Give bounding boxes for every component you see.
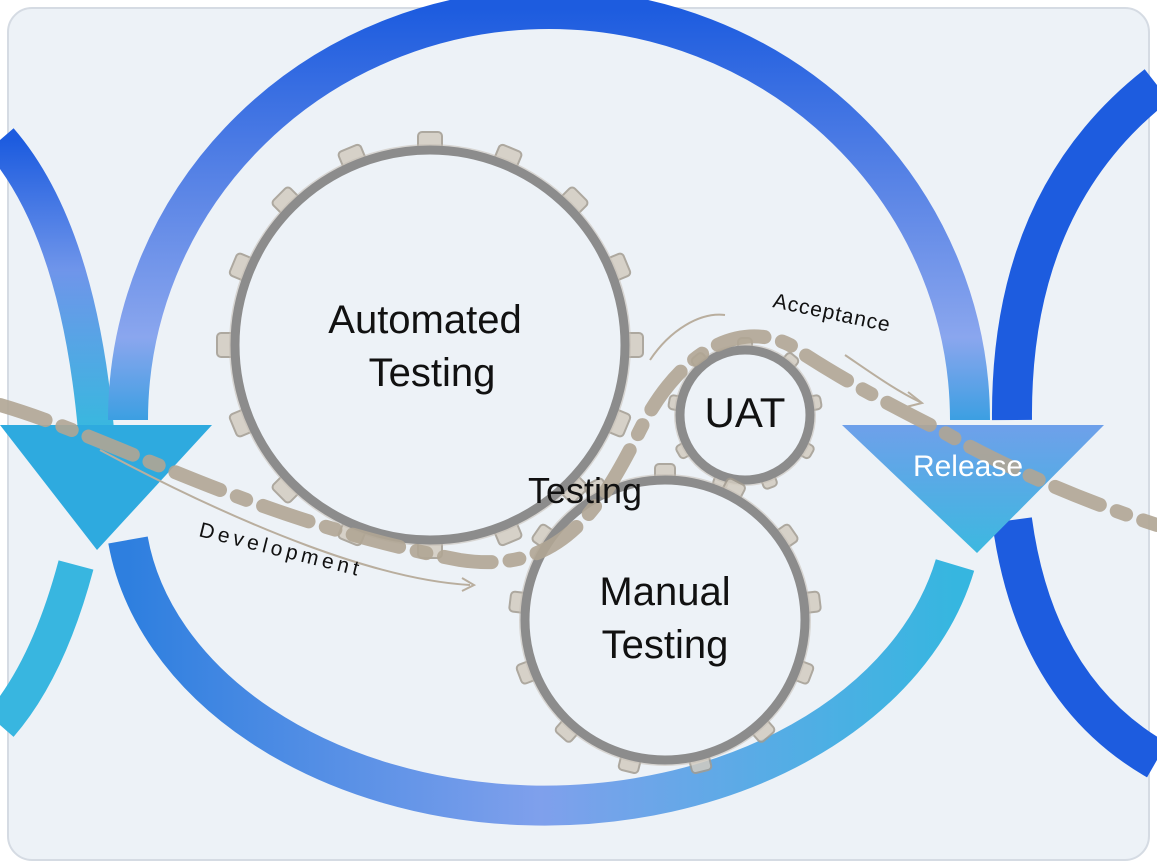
release-arrow-head (905, 391, 925, 408)
automated-testing-gear (216, 131, 644, 559)
release-arrow-line (844, 354, 921, 403)
development-arrow-line (99, 449, 471, 586)
process-path (0, 329, 1157, 570)
uat-gear (667, 337, 823, 490)
development-arrowhead (461, 577, 477, 592)
uat-label: UAT (705, 389, 786, 436)
left-cycle-ring (0, 128, 212, 737)
gear-rim (520, 475, 810, 765)
left-arrowhead (0, 425, 212, 550)
gear-rim (230, 145, 630, 545)
manual-testing-label-line1: Manual (599, 570, 730, 614)
manual-testing-label-line2: Testing (602, 623, 729, 667)
release-arrowhead (842, 425, 1104, 553)
main-cycle-ring (108, 0, 1104, 826)
right-cycle-ring (991, 69, 1157, 778)
automated-testing-label-line2: Testing (369, 351, 496, 395)
gear-rim (675, 345, 815, 485)
testing-phase-label: Testing (528, 470, 642, 511)
acceptance-arrow-line (649, 313, 726, 361)
gears-group (216, 131, 823, 775)
manual-testing-gear (508, 463, 822, 775)
release-label: Release (913, 450, 1023, 483)
automated-testing-label-line1: Automated (328, 298, 521, 342)
